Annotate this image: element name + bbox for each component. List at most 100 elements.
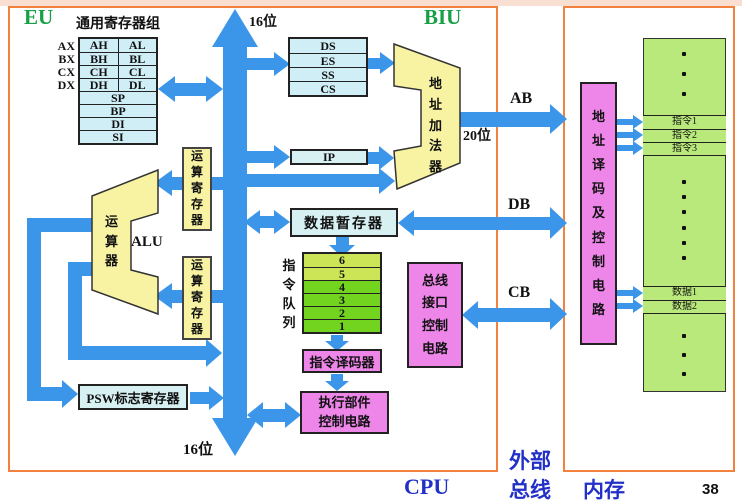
external-bus-label-line1: 外部 — [509, 449, 551, 473]
register-name-cx: CX — [57, 65, 75, 79]
arrow-decode-data1 — [617, 290, 633, 296]
cell-al: AL — [117, 39, 157, 52]
instruction-queue: 6 5 4 3 2 1 — [302, 252, 382, 334]
alu-psw-loop-bottom — [27, 387, 62, 401]
alu-psw-loop-head — [62, 380, 78, 408]
cell-si: SI — [112, 130, 124, 144]
arrow-bus-databuffer-head-left — [244, 210, 260, 234]
internal-bus-body — [223, 40, 247, 424]
arrow-db-head-left — [398, 210, 414, 236]
table-row: DS — [290, 39, 366, 53]
cell-ah: AH — [89, 38, 108, 52]
instruction-decoder-box: 指令译码器 — [302, 349, 382, 373]
cell-ss: SS — [321, 68, 335, 82]
segment-register-table: DS ES SS CS — [288, 37, 368, 97]
memory-cell-inst3: 指令3 — [643, 142, 726, 155]
cb-label: CB — [508, 284, 531, 301]
cpu-label: CPU — [404, 474, 450, 499]
queue-slot-4: 4 — [304, 280, 380, 294]
cpu-frame — [8, 6, 498, 472]
memory-cell-data1: 数据1 — [643, 287, 726, 300]
page-number: 38 — [702, 481, 719, 498]
bus-interface-control-box: 总线接口控制电路 — [407, 262, 463, 368]
arrow-segregs-adder-head — [380, 52, 395, 74]
arrow-bus-alu-bottom-head — [154, 283, 172, 309]
table-row: DI — [80, 117, 156, 131]
bus-width-bottom-label: 16位 — [183, 442, 214, 458]
bus-interface-control-label: 总线接口控制电路 — [421, 272, 448, 356]
arrow-queue-decoder — [331, 335, 343, 343]
cell-ds: DS — [320, 39, 336, 53]
table-row: AH AL — [80, 39, 156, 52]
operand-register-bottom-label: 运算寄存器 — [190, 258, 203, 336]
arrow-db-line — [412, 217, 552, 230]
arrow-decode-inst1-head — [633, 115, 643, 129]
arrow-decode-data2-head — [633, 299, 643, 313]
arrow-registers-bus — [174, 83, 208, 96]
arrow-ab-head — [550, 104, 567, 134]
alu-psw-loop-top — [27, 218, 92, 232]
arrow-bus-execctl-head-left — [247, 402, 263, 428]
memory-box — [643, 38, 726, 392]
general-registers-title: 通用寄存器组 — [76, 17, 160, 32]
db-label: DB — [508, 196, 531, 213]
cell-di: DI — [111, 117, 125, 131]
ab-label: AB — [510, 90, 533, 107]
top-edge-strip — [0, 0, 742, 6]
arrow-bus-ip-head — [274, 145, 290, 169]
memory-cell-inst2: 指令2 — [643, 129, 726, 142]
arrow-segregs-adder — [368, 58, 380, 69]
memory-dots-top — [682, 52, 686, 96]
memory-cell-inst1: 指令1 — [643, 116, 726, 129]
data-buffer-label: 数据暂存器 — [304, 216, 384, 232]
arrow-decode-inst3 — [617, 145, 633, 151]
cell-cl: CL — [117, 66, 157, 79]
arrow-bus-alu-top-head — [154, 170, 172, 196]
data-buffer-box: 数据暂存器 — [290, 208, 398, 237]
table-row: SI — [80, 130, 156, 144]
arrow-registers-bus-head-left — [158, 76, 175, 102]
arrow-psw-bus — [190, 392, 209, 404]
address-adder-label: 地址加法器 — [428, 76, 442, 175]
memory-dots-bottom — [682, 334, 686, 376]
queue-slot-5: 5 — [304, 267, 380, 281]
memory-data-cells: 数据1 数据2 — [643, 286, 726, 314]
arrow-decode-data2 — [617, 303, 633, 309]
arrow-cb-head-left — [462, 301, 478, 329]
memory-dots-middle — [682, 180, 686, 260]
bus-width-top-label: 16位 — [249, 15, 277, 30]
instruction-queue-title: 指令队列 — [282, 258, 296, 330]
arrow-decode-inst2 — [617, 132, 633, 138]
external-bus-label-line2: 总线 — [509, 478, 551, 500]
cell-dl: DL — [117, 79, 157, 92]
arrow-decode-data1-head — [633, 286, 643, 300]
alu-bus-loop-bottom — [68, 346, 206, 360]
cell-bl: BL — [117, 53, 157, 66]
table-row: BH BL — [80, 52, 157, 66]
alu-psw-loop-vertical — [27, 218, 41, 401]
arrow-bus-databuffer — [258, 216, 276, 228]
psw-register-label: PSW标志寄存器 — [86, 390, 180, 406]
table-row: SS — [290, 67, 366, 82]
queue-slot-3: 3 — [304, 293, 380, 307]
arrow-ip-adder-head — [379, 146, 394, 170]
cell-bp: BP — [110, 104, 126, 118]
instruction-pointer-label: IP — [323, 149, 335, 164]
arrow-bus-segregs-head — [274, 52, 290, 76]
address-width-label: 20位 — [463, 129, 491, 144]
alu-bus-loop-vertical — [68, 262, 82, 360]
register-name-ax: AX — [57, 39, 75, 53]
arrow-queue-decoder-head — [325, 341, 349, 351]
register-name-bx: BX — [58, 52, 75, 66]
internal-bus-arrowhead-up — [212, 9, 258, 47]
arrow-bus-execctl-head-right — [285, 402, 301, 428]
queue-slot-2: 2 — [304, 306, 380, 320]
operand-register-top: 运算寄存器 — [182, 147, 212, 231]
table-row: SP — [80, 91, 156, 105]
memory-label: 内存 — [583, 478, 625, 500]
instruction-decoder-label: 指令译码器 — [309, 354, 375, 370]
arrow-bus-ip — [247, 151, 274, 163]
cell-bh: BH — [90, 52, 108, 66]
